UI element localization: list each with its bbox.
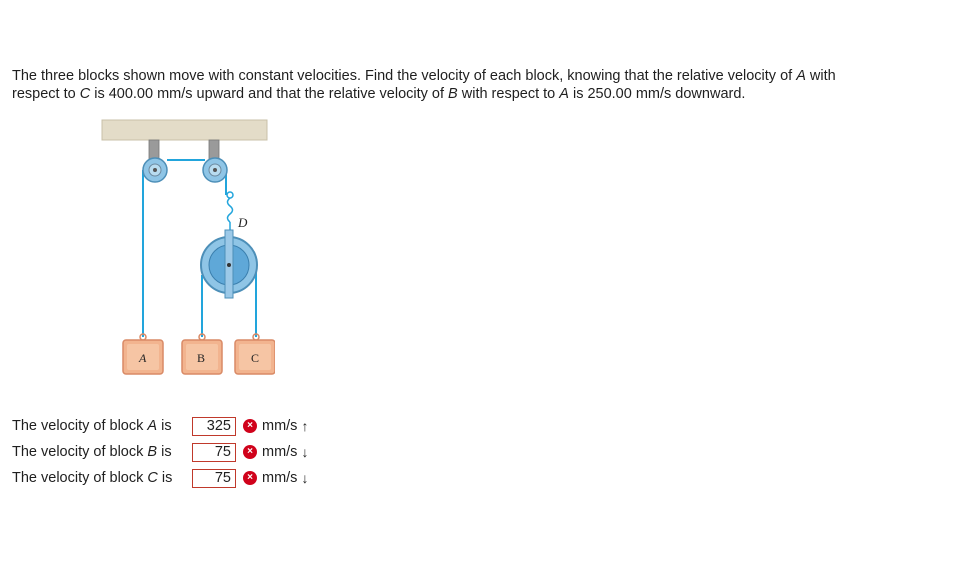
- problem-statement: The three blocks shown move with constan…: [12, 67, 932, 103]
- answer-row-b: The velocity of block B is × mm/s ↓: [12, 439, 308, 465]
- block-a: [122, 333, 164, 375]
- variable: A: [559, 86, 569, 102]
- down-arrow-icon: ↓: [301, 444, 309, 460]
- unit-label: mm/s: [262, 470, 298, 486]
- variable: A: [147, 418, 158, 434]
- pulley-left: [142, 157, 168, 183]
- incorrect-icon: ×: [243, 471, 257, 485]
- problem-line-1: The three blocks shown move with constan…: [12, 67, 932, 85]
- variable: C: [147, 470, 158, 486]
- pulley-figure: D A B C: [95, 115, 276, 385]
- block-b: [181, 333, 223, 375]
- pulley-lower: [200, 229, 258, 299]
- unit-label: mm/s: [262, 444, 298, 460]
- answer-row-a: The velocity of block A is × mm/s ↑: [12, 413, 308, 439]
- problem-text: with: [805, 68, 836, 84]
- up-arrow-icon: ↑: [301, 418, 309, 434]
- velocity-b-input[interactable]: [192, 442, 236, 462]
- answers: The velocity of block A is × mm/s ↑ The …: [12, 413, 308, 491]
- answer-label: The velocity of block B is: [12, 444, 192, 460]
- answer-row-c: The velocity of block C is × mm/s ↓: [12, 465, 308, 491]
- label-text: is: [157, 470, 173, 486]
- label-text: The velocity of block: [12, 444, 148, 460]
- label-text: is: [157, 444, 172, 460]
- block-c: [234, 333, 276, 375]
- problem-line-2: respect to C is 400.00 mm/s upward and t…: [12, 85, 932, 103]
- velocity-c-input[interactable]: [192, 468, 236, 488]
- velocity-a-input[interactable]: [192, 416, 236, 436]
- variable: A: [796, 68, 806, 84]
- unit-label: mm/s: [262, 418, 298, 434]
- problem-text: The three blocks shown move with constan…: [12, 68, 797, 84]
- problem-text: respect to: [12, 86, 80, 102]
- down-arrow-icon: ↓: [301, 470, 309, 486]
- label-c: C: [251, 351, 259, 365]
- variable: B: [147, 444, 158, 460]
- problem-text: with respect to: [457, 86, 560, 102]
- pulley-diagram: D A B C: [101, 119, 276, 375]
- label-d: D: [237, 215, 248, 230]
- problem-text: is 250.00 mm/s downward.: [568, 86, 746, 102]
- label-a: A: [138, 351, 147, 365]
- label-text: is: [157, 418, 172, 434]
- variable: B: [448, 86, 458, 102]
- variable: C: [79, 86, 91, 102]
- incorrect-icon: ×: [243, 445, 257, 459]
- label-text: The velocity of block: [12, 418, 148, 434]
- pulley-right: [202, 157, 228, 183]
- ceiling: [101, 119, 268, 141]
- hook-d: [226, 191, 234, 233]
- label-text: The velocity of block: [12, 470, 148, 486]
- problem-text: is 400.00 mm/s upward and that the relat…: [90, 86, 449, 102]
- answer-label: The velocity of block C is: [12, 470, 192, 486]
- incorrect-icon: ×: [243, 419, 257, 433]
- answer-label: The velocity of block A is: [12, 418, 192, 434]
- label-b: B: [197, 351, 205, 365]
